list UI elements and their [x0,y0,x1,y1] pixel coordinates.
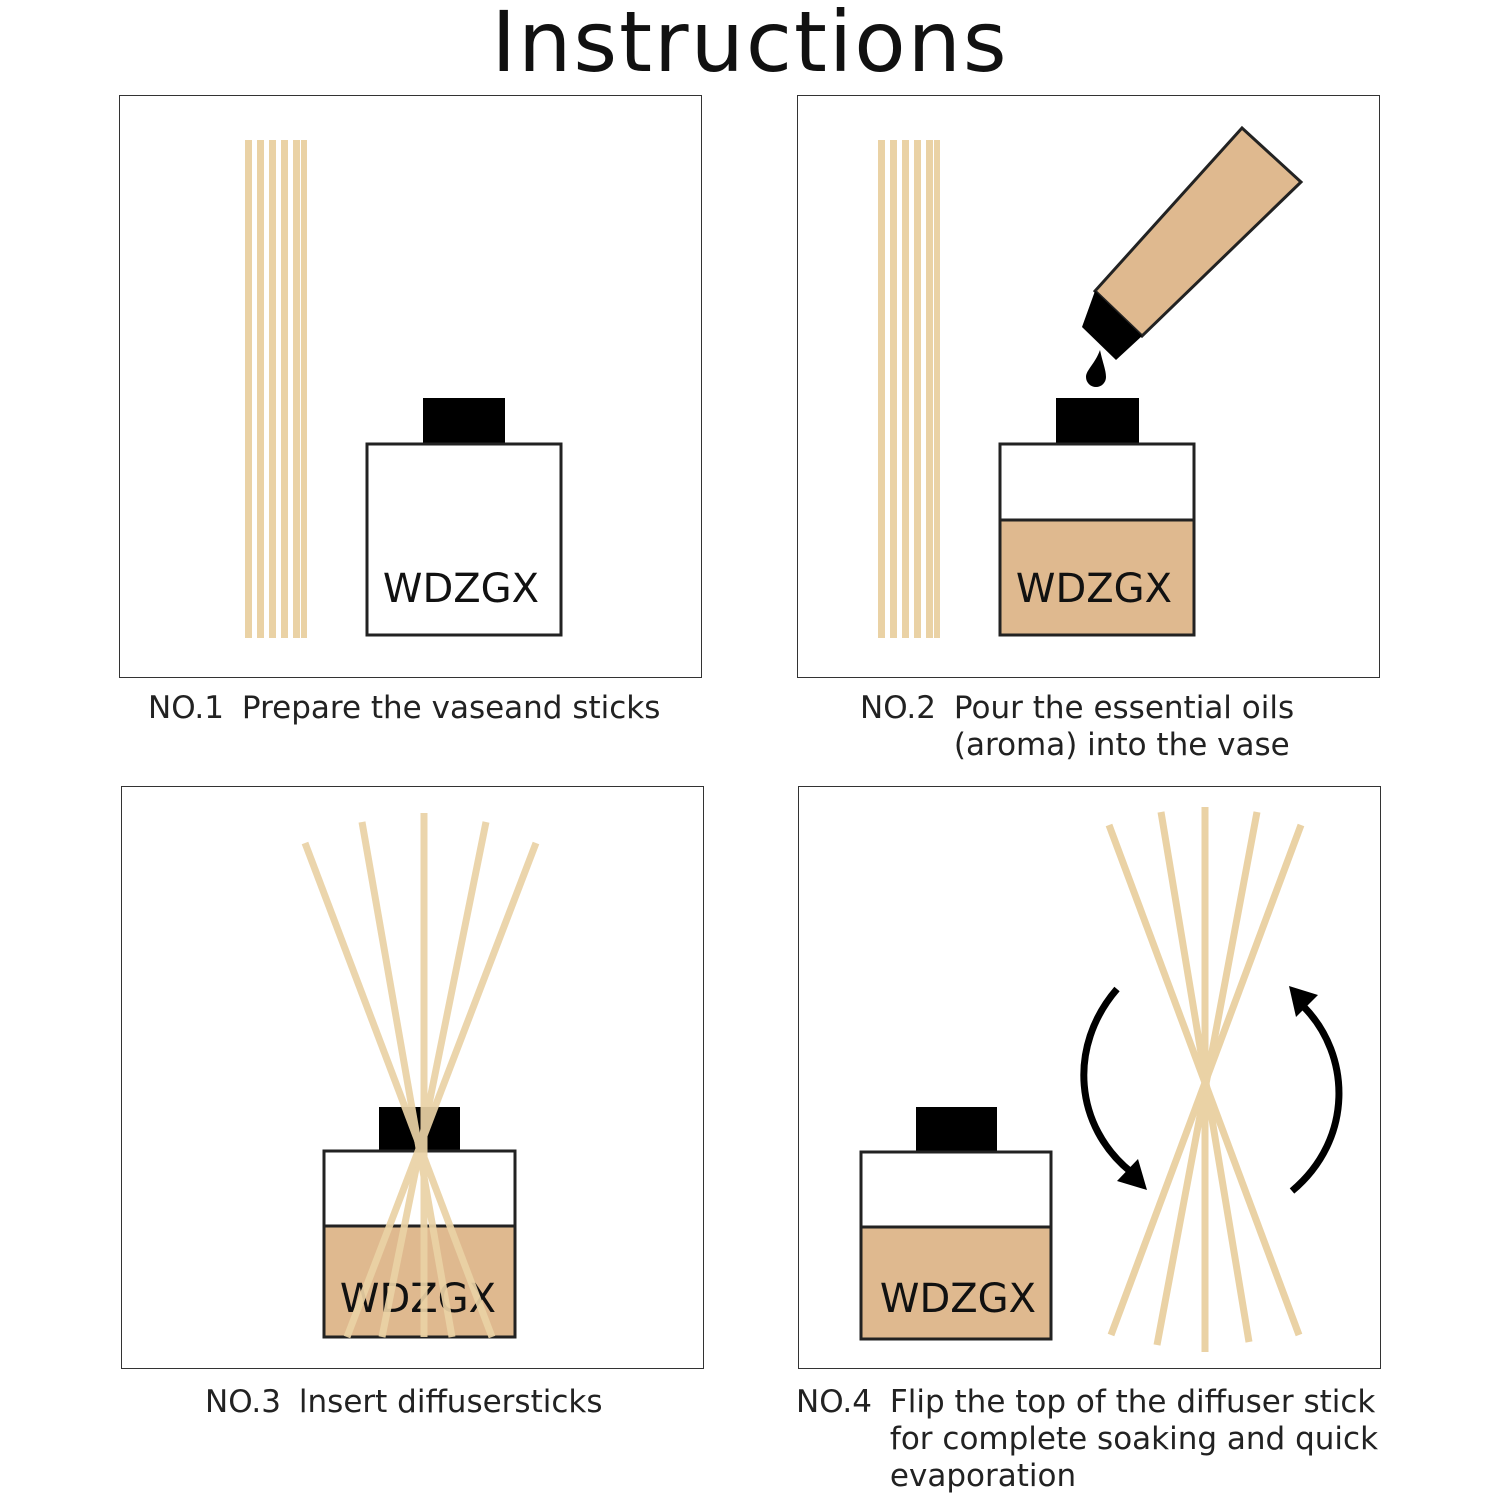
reed-stick [914,140,921,638]
reed-stick [902,140,909,638]
bottle-brand-label: WDZGX [1016,566,1172,612]
step-1-illustration: WDZGX [245,140,563,638]
step-1-panel: WDZGX [119,95,702,678]
bottle-cap [423,398,505,445]
step-3-caption: NO.3 lnsert diffusersticks [205,1384,603,1421]
reed-stick [878,140,885,638]
rotate-arrows [1080,986,1343,1194]
bottle-brand-label: WDZGX [880,1276,1036,1322]
oil-fill [862,1227,1050,1338]
step-4-caption: NO.4 Flip the top of the diffuser stick … [796,1384,1378,1495]
reed-stick [301,841,496,1339]
step-4-panel: WDZGX [798,786,1381,1369]
reed-stick [378,821,490,1338]
reed-stick [358,821,456,1338]
reed-stick [934,140,940,638]
arrowhead [1117,1159,1147,1190]
reed-stick [301,140,307,638]
step-1-number: NO.1 [148,690,224,726]
step-4-illustration: WDZGX [859,807,1343,1352]
reed-stick [293,140,300,638]
reed-stick [1107,823,1305,1337]
reed-stick [890,140,897,638]
reed-stick [281,140,288,638]
reed-stick [269,140,276,638]
bottle-cap [916,1107,997,1152]
step-2-number: NO.2 [860,690,936,726]
step-2-text: Pour the essential oils (aroma) into the… [953,690,1295,763]
reed-stick [926,140,933,638]
step-3-illustration: WDZGX [301,813,540,1339]
arrowhead [1289,986,1318,1017]
step-3-panel: WDZGX [121,786,704,1369]
page-title: Instructions [491,0,1009,91]
reed-sticks-bundle [878,140,940,638]
oil-bottle-nozzle [1082,291,1142,360]
step-3-number: NO.3 [205,1384,281,1420]
step-4-text: Flip the top of the diffuser stick for c… [889,1384,1379,1494]
bottle-brand-label: WDZGX [383,566,539,612]
rotate-arrow-left-icon [1080,986,1134,1175]
reed-stick [343,841,540,1339]
essential-oil-bottle [1082,125,1304,360]
reed-stick [257,140,264,638]
oil-fill [1001,520,1193,634]
bottle-cap [1056,398,1139,445]
step-2-caption: NO.2 Pour the essential oils (aroma) int… [860,690,1294,764]
step-2-illustration: WDZGX [878,125,1304,638]
reed-stick [245,140,252,638]
reed-sticks-inserted [301,813,540,1339]
reed-sticks-crossed [1105,807,1305,1352]
diffuser-bottle [365,442,563,637]
oil-drop-icon [1086,350,1106,387]
rotate-arrow-right-icon [1289,1004,1343,1194]
step-1-caption: NO.1 Prepare the vaseand sticks [148,690,660,727]
step-1-text: Prepare the vaseand sticks [241,690,661,726]
reed-sticks-bundle [245,140,307,638]
step-3-text: lnsert diffusersticks [298,1384,603,1420]
oil-bottle-body [1092,125,1304,339]
step-2-panel: WDZGX [797,95,1380,678]
step-4-number: NO.4 [796,1384,872,1420]
